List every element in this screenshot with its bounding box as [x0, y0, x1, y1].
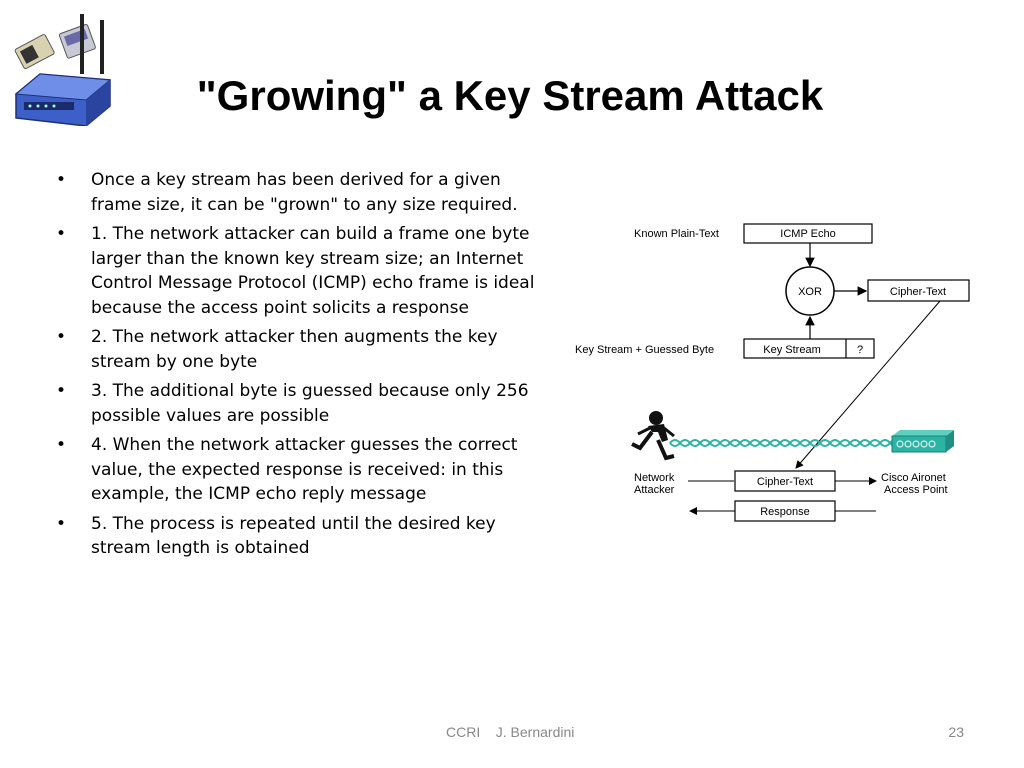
bullet-dot: • — [56, 170, 67, 190]
bullet-text: 5. The process is repeated until the des… — [91, 513, 496, 559]
bullet-text: 3. The additional byte is guessed becaus… — [91, 381, 529, 426]
keystream-attack-diagram: Known Plain-Text ICMP Echo XOR Cipher-Te… — [575, 223, 970, 522]
guess-mark: ? — [857, 344, 863, 356]
bullet-text: Once a key stream has been derived for a… — [91, 170, 518, 215]
bullet-dot: • — [56, 513, 67, 534]
keystream-guess-label: Key Stream + Guessed Byte — [575, 344, 714, 356]
known-plaintext-label: Known Plain-Text — [634, 228, 719, 240]
key-stream-text: Key Stream — [763, 344, 820, 356]
bullet-item: • 4. When the network attacker guesses th… — [56, 433, 556, 507]
bullet-dot: • — [56, 224, 67, 244]
key-stream-box — [743, 338, 875, 359]
bullet-item: • 5. The process is repeated until the de… — [56, 512, 556, 561]
access-point-icon — [891, 430, 954, 453]
network-attacker-line1: Network — [634, 472, 675, 484]
bullet-item: • 3. The additional byte is guessed becau… — [56, 379, 556, 428]
bullet-dot: • — [56, 381, 67, 401]
bullet-item: • 1. The network attacker can build a fra… — [56, 222, 556, 320]
bullet-item: • Once a key stream has been derived for … — [56, 168, 556, 217]
bullet-item: • 2. The network attacker then augments t… — [56, 325, 556, 374]
footer-author: CCRI J. Bernardini — [446, 724, 575, 740]
response-text: Response — [760, 506, 810, 518]
bullet-list: • Once a key stream has been derived for … — [56, 168, 556, 566]
slide-title: "Growing" a Key Stream Attack — [196, 72, 824, 119]
bullet-text: 2. The network attacker then augments th… — [91, 327, 498, 372]
slide-number: 23 — [948, 724, 964, 740]
bullet-dot: • — [56, 327, 67, 347]
running-person-icon — [631, 411, 675, 461]
cipher-text-top: Cipher-Text — [890, 286, 946, 298]
bullet-text: 1. The network attacker can build a fram… — [91, 224, 535, 318]
xor-text: XOR — [798, 286, 822, 298]
bullet-text: 4. When the network attacker guesses the… — [91, 435, 518, 504]
wireless-router-logo-icon — [14, 14, 112, 126]
icmp-echo-text: ICMP Echo — [780, 228, 835, 240]
cipher-text-top-box — [867, 279, 970, 302]
access-point-line2: Access Point — [884, 484, 948, 496]
arrow-cipher-to-frame — [795, 300, 941, 469]
network-attacker-line2: Attacker — [634, 484, 675, 496]
cipher-text-bottom: Cipher-Text — [757, 476, 813, 488]
bullet-dot: • — [56, 435, 67, 455]
icmp-echo-box — [743, 223, 873, 244]
access-point-line1: Cisco Aironet — [881, 472, 946, 484]
